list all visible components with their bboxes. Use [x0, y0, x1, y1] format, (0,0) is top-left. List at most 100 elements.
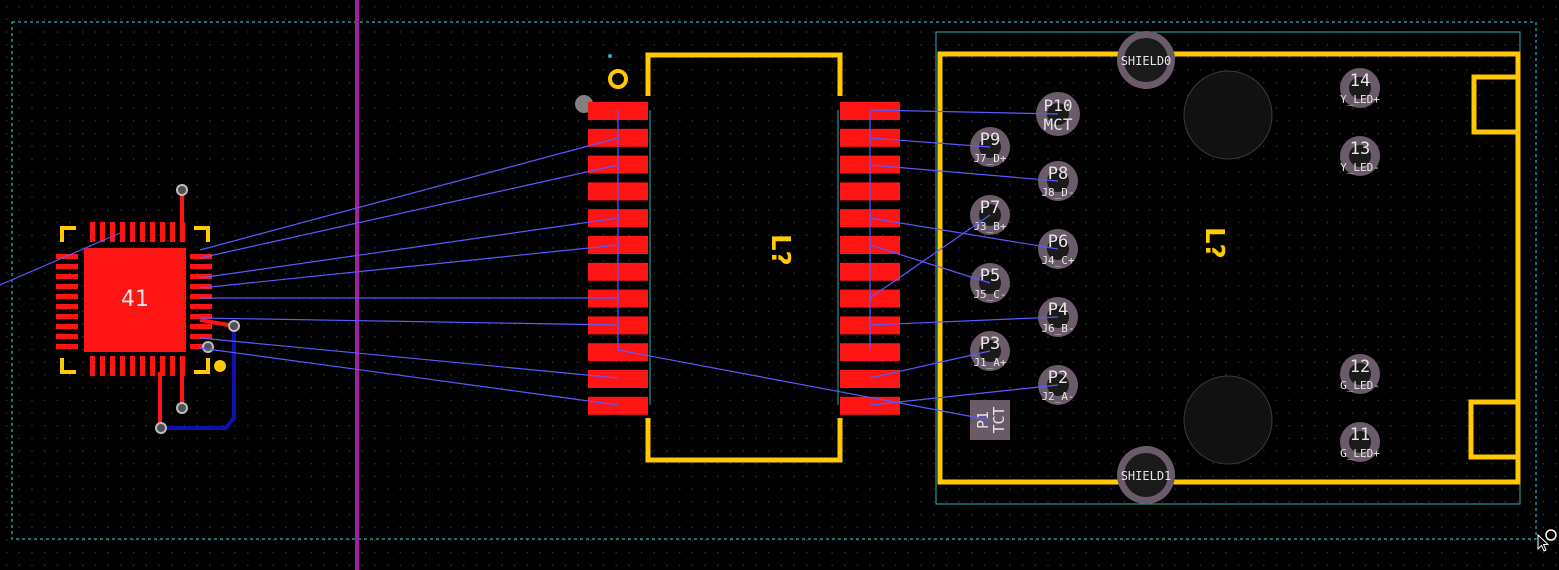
pad-drill: [1124, 453, 1168, 497]
connector-pad-shield1[interactable]: SHIELD1: [1117, 446, 1175, 504]
pad-label: P9: [980, 130, 1000, 150]
connector-pad-13[interactable]: 13Y_LED-: [1340, 136, 1380, 176]
ic-pad[interactable]: [90, 356, 95, 376]
connector-pad-shield0[interactable]: SHIELD0: [1117, 31, 1175, 89]
transformer-pad[interactable]: [840, 343, 900, 362]
mounting-hole-top: [1183, 70, 1273, 160]
ic-pad[interactable]: [180, 356, 185, 376]
ic-pad[interactable]: [100, 222, 105, 242]
connector-silkscreen-tab-bottom: [1468, 399, 1518, 460]
ic-pad[interactable]: [90, 222, 95, 242]
ratsnest-line: [869, 214, 991, 299]
pad-net-label: J1_A+: [973, 356, 1006, 369]
ic-pad[interactable]: [120, 356, 125, 376]
ic-pad[interactable]: [190, 304, 212, 309]
ratsnest-line: [199, 137, 619, 251]
connector-pads[interactable]: P10MCTP9J7_D+P8J8_D-P7J3_B+P6J4_C+P5J5_C…: [970, 31, 1380, 504]
pad-drill: [1124, 38, 1168, 82]
ic-pad[interactable]: [56, 344, 78, 349]
ic-pad[interactable]: [140, 356, 145, 376]
ic-pad[interactable]: [180, 222, 185, 242]
vias[interactable]: [155, 184, 240, 434]
transformer-reference: L?: [765, 234, 795, 266]
transformer-pad[interactable]: [588, 396, 648, 415]
ic-pad[interactable]: [56, 334, 78, 339]
pad-label: 13: [1350, 139, 1370, 159]
transformer-silkscreen: [645, 52, 843, 463]
back-copper-trace[interactable]: [162, 330, 236, 430]
ic-pad[interactable]: [56, 314, 78, 319]
pad-net-label: TCT: [990, 406, 1008, 433]
ic-pad[interactable]: [190, 254, 212, 259]
pad-label: P8: [1048, 164, 1068, 184]
pad-label: P1: [974, 411, 992, 429]
ic-pad[interactable]: [56, 274, 78, 279]
ic-pad[interactable]: [110, 222, 115, 242]
ic-pad[interactable]: [130, 222, 135, 242]
transformer-pad[interactable]: [588, 343, 648, 362]
ratsnest-line: [869, 350, 991, 379]
pad-drill: [1349, 77, 1371, 99]
connector-pad-12[interactable]: 12G_LED-: [1340, 354, 1380, 394]
ratsnest-line: [869, 137, 991, 148]
ic-pad[interactable]: [120, 222, 125, 242]
transformer-pad[interactable]: [588, 370, 648, 388]
ic-pad[interactable]: [190, 264, 212, 269]
ic-pad[interactable]: [160, 356, 165, 376]
ic-pad[interactable]: [190, 294, 212, 299]
ic-pad[interactable]: [190, 334, 212, 339]
ic-pad[interactable]: [56, 304, 78, 309]
ratsnest-line: [617, 349, 991, 421]
ic-pads[interactable]: [56, 222, 212, 376]
ic-pad[interactable]: [56, 294, 78, 299]
ratsnest-line: [869, 164, 1059, 182]
pad-label: P2: [1048, 368, 1068, 388]
pad-net-label: Y_LED-: [1340, 161, 1380, 174]
pad-label: P4: [1048, 300, 1068, 320]
board-outline[interactable]: [11, 21, 1537, 540]
ratsnest-line: [199, 217, 619, 279]
ic-pad[interactable]: [170, 356, 175, 376]
ic-pad[interactable]: [130, 356, 135, 376]
pad-net-label: Y_LED+: [1340, 93, 1380, 106]
connector-pad-11[interactable]: 11G_LED+: [1340, 422, 1380, 462]
pad-label: 14: [1350, 71, 1370, 91]
transformer-pad[interactable]: [840, 396, 900, 415]
qfn-ic-footprint[interactable]: 41: [56, 222, 226, 376]
pad-drill: [1349, 431, 1371, 453]
pad-net-label: G_LED+: [1340, 447, 1380, 460]
ic-pad[interactable]: [160, 222, 165, 242]
via: [228, 320, 240, 332]
via: [176, 402, 188, 414]
ic-pad[interactable]: [190, 284, 212, 289]
transformer-tiny-dot: [608, 54, 612, 58]
pad-label: SHIELD0: [1121, 54, 1172, 68]
ratsnest-line: [199, 244, 619, 289]
ic-pad[interactable]: [56, 284, 78, 289]
ratsnest-line: [199, 347, 619, 406]
rj45-connector-footprint[interactable]: L? P10MCTP9J7_D+P8J8_D-P7J3_B+P6J4_C+P5J…: [935, 31, 1521, 505]
pad-drill: [1349, 363, 1371, 385]
ic-pad[interactable]: [190, 314, 212, 319]
pad-net-label: J7_D+: [973, 152, 1006, 165]
ic-pad[interactable]: [170, 222, 175, 242]
ic-pad[interactable]: [190, 274, 212, 279]
pad-label: P10: [1044, 96, 1073, 115]
ic-pad[interactable]: [56, 324, 78, 329]
via: [176, 184, 188, 196]
pad-label: 12: [1350, 357, 1370, 377]
ic-pad[interactable]: [140, 222, 145, 242]
ic-pad[interactable]: [56, 264, 78, 269]
connector-pad-14[interactable]: 14Y_LED+: [1340, 68, 1380, 108]
ic-pad[interactable]: [110, 356, 115, 376]
ic-pad[interactable]: [150, 356, 155, 376]
ic-pad[interactable]: [190, 344, 212, 349]
ic-pad[interactable]: [150, 222, 155, 242]
ratsnest-line: [869, 316, 1059, 326]
origin-marker-icon: [1545, 529, 1557, 541]
ic-pad[interactable]: [190, 324, 212, 329]
ic-pad[interactable]: [100, 356, 105, 376]
ic-exposed-pad[interactable]: [84, 248, 186, 352]
